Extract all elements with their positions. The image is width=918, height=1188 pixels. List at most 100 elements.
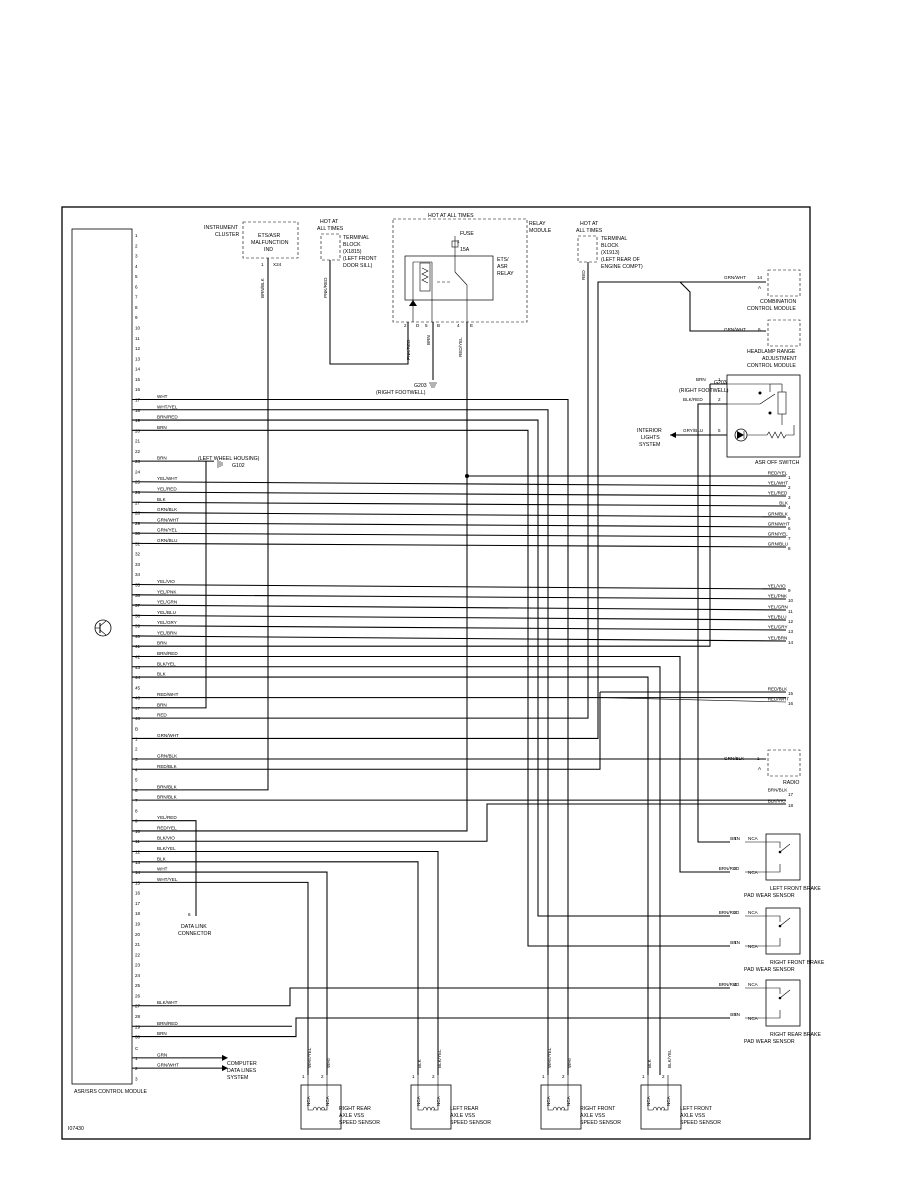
module-wire-label: BLK/WHT — [157, 1000, 178, 1005]
svg-text:NCA: NCA — [666, 1095, 671, 1106]
module-pin-number: 20 — [135, 932, 141, 937]
radio-pin: 1 — [757, 756, 760, 761]
right-line-number: 17 — [788, 792, 794, 797]
asr-w2: BLK/RED — [683, 397, 703, 402]
module-wire-label: YEL/BRN — [157, 630, 177, 635]
svg-text:SPEED SENSOR: SPEED SENSOR — [450, 1120, 491, 1126]
svg-text:1: 1 — [642, 1074, 645, 1079]
computer-2: DATA LINES — [227, 1068, 257, 1074]
svg-text:BRN/RED: BRN/RED — [719, 910, 740, 915]
module-name: ASR/SRS CONTROL MODULE — [74, 1089, 148, 1095]
module-wire-label: BRN — [157, 425, 167, 430]
module-pin-number: 5 — [135, 778, 138, 783]
svg-text:BRN: BRN — [730, 836, 740, 841]
module-wire-label: WHT/YEL — [157, 404, 178, 409]
svg-text:LEFT FRONT: LEFT FRONT — [680, 1106, 713, 1112]
relay-pin-b: B — [437, 323, 440, 328]
relay-pin-d: D — [416, 323, 420, 328]
module-pin-number: 12 — [135, 346, 141, 351]
right-line-number: 13 — [788, 629, 794, 634]
module-pin-number: 33 — [135, 562, 141, 567]
svg-text:RIGHT REAR: RIGHT REAR — [339, 1106, 371, 1112]
module-pin-number: 15 — [135, 377, 141, 382]
relay-ground-loc: (RIGHT FOOTWELL) — [376, 390, 426, 396]
g102-wire-2 — [132, 461, 207, 709]
module-pin-number: 3 — [135, 254, 138, 259]
right-line-number: 16 — [788, 701, 794, 706]
module-wire-label: GRN/WHT — [157, 1063, 179, 1068]
radio-name: RADIO — [783, 780, 799, 786]
relay-internals — [409, 236, 468, 322]
cluster-wire — [132, 258, 269, 791]
tbr-4: (LEFT REAR OF — [601, 257, 640, 263]
relay-wire-2: BRN — [426, 335, 431, 345]
module-pin-number: 16 — [135, 891, 141, 896]
asr-brn — [132, 384, 711, 647]
right-connector-labels: RED/YEL1YEL/WHT2YEL/RED3BLK4GRN/BLK5GRN/… — [768, 471, 794, 809]
module-wire-label: YEL/RED — [157, 815, 177, 820]
combo-box — [767, 269, 801, 297]
svg-text:AXLE VSS: AXLE VSS — [339, 1113, 365, 1119]
tbl-4: (LEFT FRONT — [343, 256, 377, 262]
diagram-frame — [61, 206, 811, 1140]
right-line-wire: GRN/WHT — [768, 522, 790, 527]
computer-1: COMPUTER — [227, 1061, 257, 1067]
module-wire-label: RED/WHT — [157, 692, 179, 697]
relay-fuse: FUSE — [460, 231, 474, 237]
harness-wire — [131, 522, 787, 528]
pad-rf-brnred — [132, 419, 730, 917]
harness-wire — [131, 604, 787, 611]
svg-text:BRN: BRN — [730, 940, 740, 945]
harness-wire — [131, 625, 787, 631]
asr-ground: G203 — [714, 380, 727, 386]
module-pin-number: 10 — [135, 326, 141, 331]
right-line-wire: RED/BLK — [768, 687, 789, 692]
red-power-wire — [132, 262, 589, 719]
tbr-hot-2: ALL TIMES — [576, 228, 603, 234]
relay-red-yel-module — [132, 476, 468, 832]
module-pin-number: 24 — [135, 973, 141, 978]
svg-text:PAD WEAR SENSOR: PAD WEAR SENSOR — [744, 1039, 795, 1045]
combo-2: CONTROL MODULE — [747, 306, 796, 312]
dlc-wire — [132, 820, 197, 916]
harness-wire — [131, 481, 787, 487]
arrow-icon — [222, 1065, 228, 1072]
relay-ground: G203 — [414, 383, 427, 389]
tbl-hot-1: HOT AT — [320, 219, 339, 225]
svg-text:NCA: NCA — [325, 1095, 330, 1106]
g102-icon — [217, 460, 223, 468]
module-pin-number: 3 — [135, 1076, 138, 1081]
right-line-wire: YEL/BLU — [768, 615, 787, 620]
module-wire-label: GRN/BLK — [157, 754, 178, 759]
right-line-wire: RED/WHT — [768, 697, 790, 702]
module-wire-label: WHT — [157, 394, 168, 399]
ils-2: LIGHTS — [641, 435, 660, 441]
svg-text:2: 2 — [432, 1074, 435, 1079]
relay-pin-4: 4 — [457, 323, 460, 328]
module-pin-number: 32 — [135, 552, 141, 557]
right-line-number: 18 — [788, 803, 794, 808]
pad-lf-brnred — [132, 655, 730, 873]
asr-switch-box — [726, 374, 801, 458]
module-wire-label: YEL/PNK — [157, 589, 177, 594]
svg-text:BRN/RED: BRN/RED — [719, 982, 740, 987]
module-wires — [131, 258, 787, 1075]
module-pin-number: 11 — [135, 336, 140, 341]
radio-conn: A — [758, 766, 762, 771]
cluster-title-1: INSTRUMENT — [204, 225, 239, 231]
pad-rr-brnred — [132, 987, 730, 1007]
module-wire-label: WHT — [157, 867, 168, 872]
right-line-wire: BRN/BLK — [768, 788, 789, 793]
combo-wire: GRN/WHT — [724, 275, 746, 280]
right-line-wire: YEL/RED — [768, 491, 788, 496]
svg-text:AXLE VSS: AXLE VSS — [680, 1113, 706, 1119]
svg-text:NCA: NCA — [748, 836, 759, 841]
svg-text:NCA: NCA — [748, 944, 759, 949]
headlamp-wire — [679, 281, 766, 332]
dlc-1: DATA LINK — [181, 924, 207, 930]
headlamp-box — [767, 319, 801, 347]
svg-text:1: 1 — [734, 940, 737, 945]
right-line-number: 8 — [788, 546, 791, 551]
